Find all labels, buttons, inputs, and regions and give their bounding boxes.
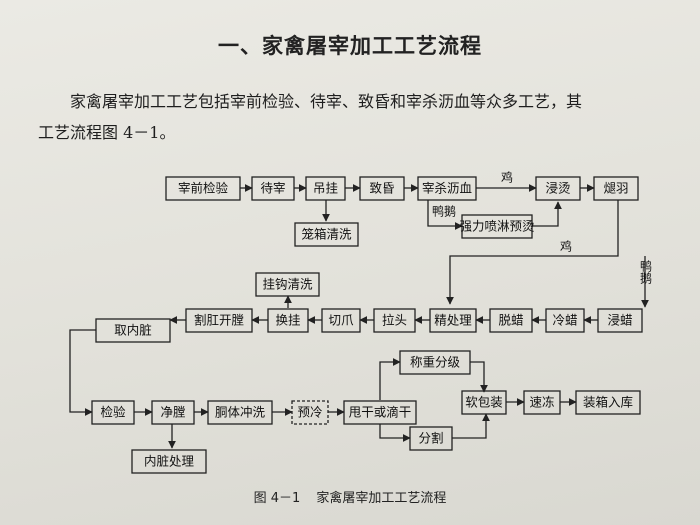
node-rehang: 换挂 <box>275 313 300 328</box>
edge-label-chicken-2: 鸡 <box>560 239 572 254</box>
flow-connectors <box>69 184 649 449</box>
edge-label-duck-goose-vertical: 鸭鹅 <box>639 260 653 285</box>
paragraph-line-2: 工艺流程图 4－1。 <box>38 123 176 142</box>
node-scalding: 浸烫 <box>545 181 571 196</box>
node-soft-pack: 软包装 <box>465 395 503 410</box>
node-spray-prescald: 强力喷淋预烫 <box>459 219 535 234</box>
node-wax-cool: 冷蜡 <box>552 313 577 328</box>
node-weigh-grade: 称重分级 <box>410 355 461 370</box>
node-inspection: 检验 <box>100 405 126 420</box>
edge-label-duck-goose: 鸭鹅 <box>432 205 456 219</box>
node-dewax: 脱蜡 <box>498 313 523 328</box>
node-evisceration: 取内脏 <box>114 323 152 338</box>
node-waiting: 待宰 <box>260 181 285 196</box>
node-hanging: 吊挂 <box>313 181 338 196</box>
node-offal-processing: 内脏处理 <box>144 454 195 469</box>
node-spin-drip: 甩干或滴干 <box>349 405 412 420</box>
node-wax-dip: 浸蜡 <box>607 313 632 328</box>
edge-label-chicken-1: 鸡 <box>501 170 513 185</box>
node-pull-head: 拉头 <box>382 313 407 328</box>
section-heading: 一、家禽屠宰加工工艺流程 <box>218 34 482 58</box>
node-cut-anus: 割肛开膛 <box>194 313 244 328</box>
node-fine-processing: 精处理 <box>434 313 472 328</box>
node-box-storage: 装箱入库 <box>583 395 633 410</box>
node-cage-washing: 笼箱清洗 <box>301 227 352 242</box>
flow-boxes <box>91 176 643 474</box>
node-defeathering: 煺羽 <box>603 181 628 196</box>
node-cut-claw: 切爪 <box>328 313 354 328</box>
node-clean-cavity: 净膛 <box>160 405 185 420</box>
node-pre-slaughter-inspection: 宰前检验 <box>178 181 229 196</box>
node-stunning: 致昏 <box>369 181 394 196</box>
node-hook-washing: 挂钩清洗 <box>262 277 313 292</box>
paragraph-line-1: 家禽屠宰加工工艺包括宰前检验、待宰、致昏和宰杀沥血等众多工艺，其 <box>70 92 583 111</box>
node-divide: 分割 <box>418 431 443 446</box>
figure-title: 家禽屠宰加工工艺流程 <box>316 491 447 506</box>
node-precool: 预冷 <box>297 405 322 420</box>
node-quick-freeze: 速冻 <box>529 395 554 410</box>
node-slaughter-bleeding: 宰杀沥血 <box>422 181 472 196</box>
figure-caption: 图 4－1 家禽屠宰加工工艺流程 <box>0 487 700 506</box>
figure-number: 图 4－1 <box>253 491 301 506</box>
node-carcass-wash: 胴体冲洗 <box>215 405 266 420</box>
